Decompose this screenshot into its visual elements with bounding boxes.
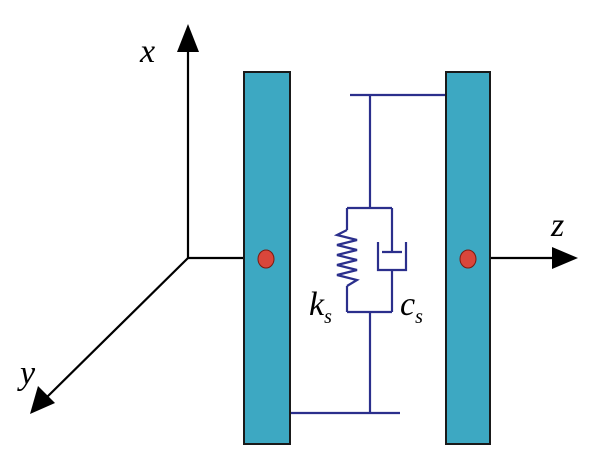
axis-arrowheads bbox=[30, 24, 578, 414]
x-axis-label: x bbox=[139, 33, 155, 70]
damper-subscript: s bbox=[415, 306, 423, 328]
y-axis-arrow-icon bbox=[30, 386, 55, 414]
spring-stiffness-label: ks bbox=[309, 286, 332, 328]
left-plate-center-point bbox=[257, 249, 275, 269]
coordinate-axes bbox=[43, 48, 556, 401]
right-plate-center-point bbox=[459, 249, 477, 269]
y-axis-line bbox=[43, 257, 189, 401]
z-axis-arrow-icon bbox=[552, 247, 578, 269]
connector-lines bbox=[290, 93, 446, 415]
spring-symbol: k bbox=[309, 286, 325, 323]
spring-subscript: s bbox=[324, 306, 332, 328]
spring-icon bbox=[333, 229, 360, 287]
damping-coefficient-label: cs bbox=[400, 286, 423, 328]
damper-symbol: c bbox=[400, 286, 415, 323]
x-axis-arrow-icon bbox=[177, 24, 199, 52]
y-axis-label: y bbox=[17, 355, 36, 392]
z-axis-label: z bbox=[550, 207, 564, 244]
